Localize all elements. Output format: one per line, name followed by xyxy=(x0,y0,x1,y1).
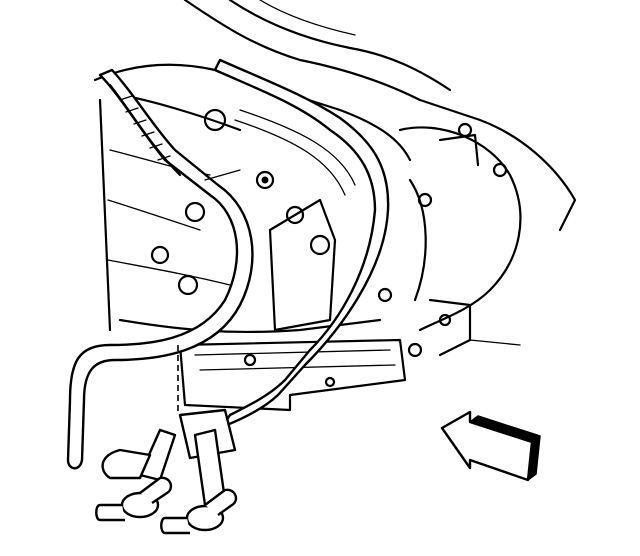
wiring-harness xyxy=(108,83,275,296)
direction-arrow-icon xyxy=(440,410,541,482)
oil-pan xyxy=(178,338,407,412)
bell-housing xyxy=(377,122,522,358)
line-connectors xyxy=(95,408,238,535)
mount-bracket xyxy=(268,198,337,332)
